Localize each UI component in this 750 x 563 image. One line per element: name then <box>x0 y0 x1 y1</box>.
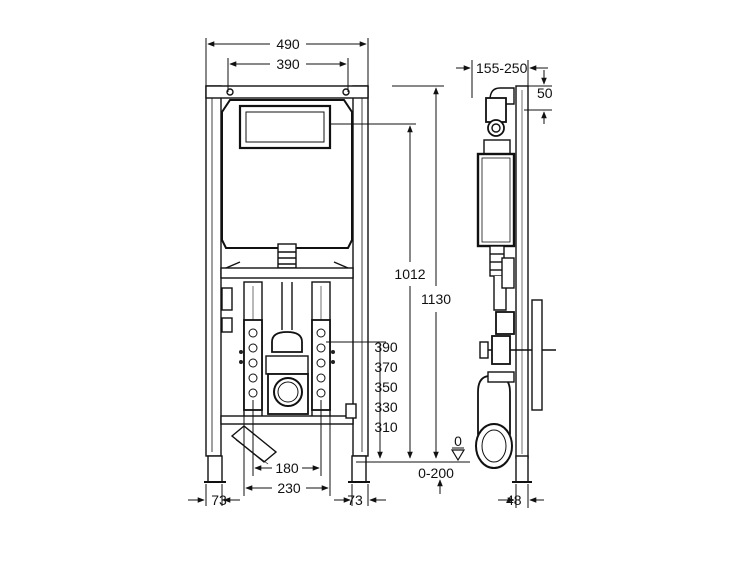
dim-outlet-height-5: 310 <box>374 419 398 435</box>
side-wall-plate <box>531 299 543 411</box>
dim-floor-level: 0 <box>454 433 462 449</box>
frame-bottom-rail <box>220 415 354 425</box>
dim-outlet-height-4: 330 <box>374 399 398 415</box>
dim-overall-width: 490 <box>276 36 300 52</box>
side-waste-outlet <box>475 423 513 469</box>
dim-outlet-height-1: 390 <box>374 339 398 355</box>
leg-right <box>351 455 367 483</box>
side-dimension-lines <box>437 60 552 508</box>
dim-inner-width: 390 <box>276 56 300 72</box>
front-view <box>204 85 370 483</box>
dim-height-outer: 1130 <box>421 291 451 307</box>
leg-left <box>207 455 223 483</box>
dim-leg-right: 73 <box>347 492 363 508</box>
waste-elbow <box>271 331 303 353</box>
dim-depth-range: 155-250 <box>476 60 528 76</box>
dim-outlet-height-3: 350 <box>374 379 398 395</box>
side-leg <box>515 455 529 483</box>
frame-left-post <box>205 85 222 457</box>
front-dimension-texts: 490 390 1012 1130 390 370 350 330 310 18… <box>211 36 451 508</box>
side-view <box>475 85 556 483</box>
dim-outlet-height-2: 370 <box>374 359 398 375</box>
frame-top-rail <box>205 85 369 99</box>
dim-floor-range: 0-200 <box>418 465 454 481</box>
side-cistern-body <box>476 152 516 248</box>
side-dimension-texts: 155-250 50 0 0-200 48 <box>418 60 553 508</box>
dim-leg-left: 73 <box>211 492 227 508</box>
frame-right-post <box>352 85 369 457</box>
dim-top-offset: 50 <box>537 85 553 101</box>
dim-frame-depth: 48 <box>506 492 522 508</box>
waste-bend <box>230 425 278 463</box>
frame-mid-rail <box>220 267 354 279</box>
dim-bolt-spacing-outer: 230 <box>277 480 301 496</box>
flush-plate-opening <box>238 104 332 150</box>
dim-bolt-spacing-inner: 180 <box>275 460 299 476</box>
front-dimension-lines <box>188 38 452 506</box>
dim-height-inner: 1012 <box>394 266 425 282</box>
